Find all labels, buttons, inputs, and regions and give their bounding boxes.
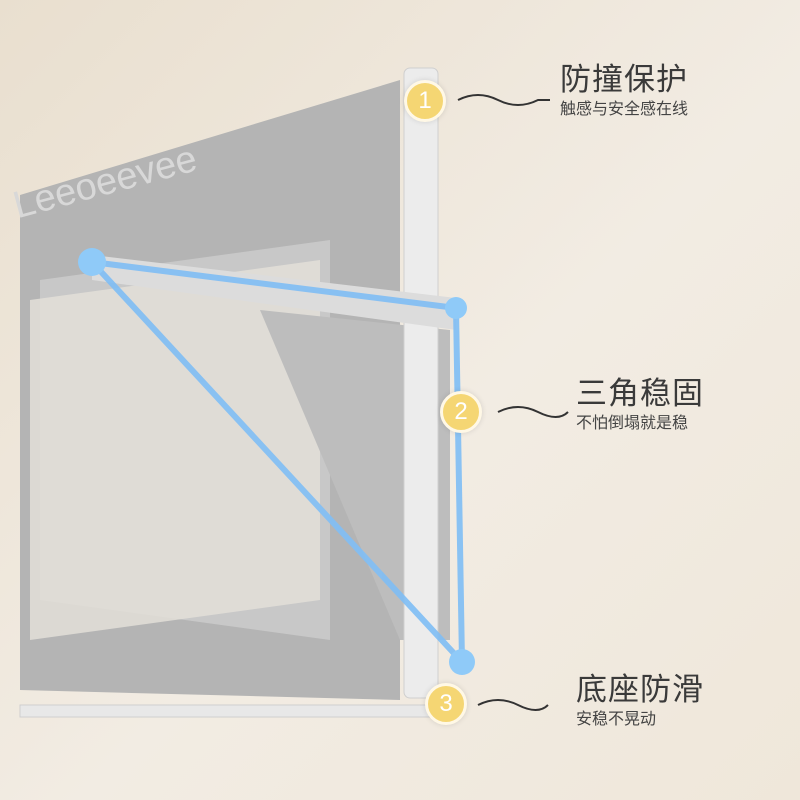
feature-subtitle: 安稳不晃动 <box>576 709 657 728</box>
feature-subtitle: 触感与安全感在线 <box>560 99 689 118</box>
feature-badge-3: 3 <box>425 683 467 725</box>
base-bar <box>19 704 441 718</box>
vertical-pole <box>403 67 439 699</box>
pointer-lines <box>457 94 569 711</box>
triangle-node <box>78 248 106 276</box>
feature-title: 底座防滑 <box>576 672 704 708</box>
feature-title: 防撞保护 <box>560 62 688 98</box>
triangle-node <box>445 297 467 319</box>
feature-badge-2: 2 <box>440 391 482 433</box>
side-mesh <box>260 310 450 640</box>
triangle-node <box>449 649 475 675</box>
feature-anti-collision: 防撞保护 触感与安全感在线 <box>560 62 688 120</box>
feature-subtitle: 不怕倒塌就是稳 <box>576 413 689 432</box>
triangle-highlight <box>89 259 465 665</box>
feature-anti-slip-base: 底座防滑 安稳不晃动 <box>576 672 704 730</box>
feature-badge-1: 1 <box>404 80 446 122</box>
feature-triangle-stability: 三角稳固 不怕倒塌就是稳 <box>576 376 704 434</box>
feature-title: 三角稳固 <box>576 376 704 412</box>
panel-window <box>30 260 320 640</box>
